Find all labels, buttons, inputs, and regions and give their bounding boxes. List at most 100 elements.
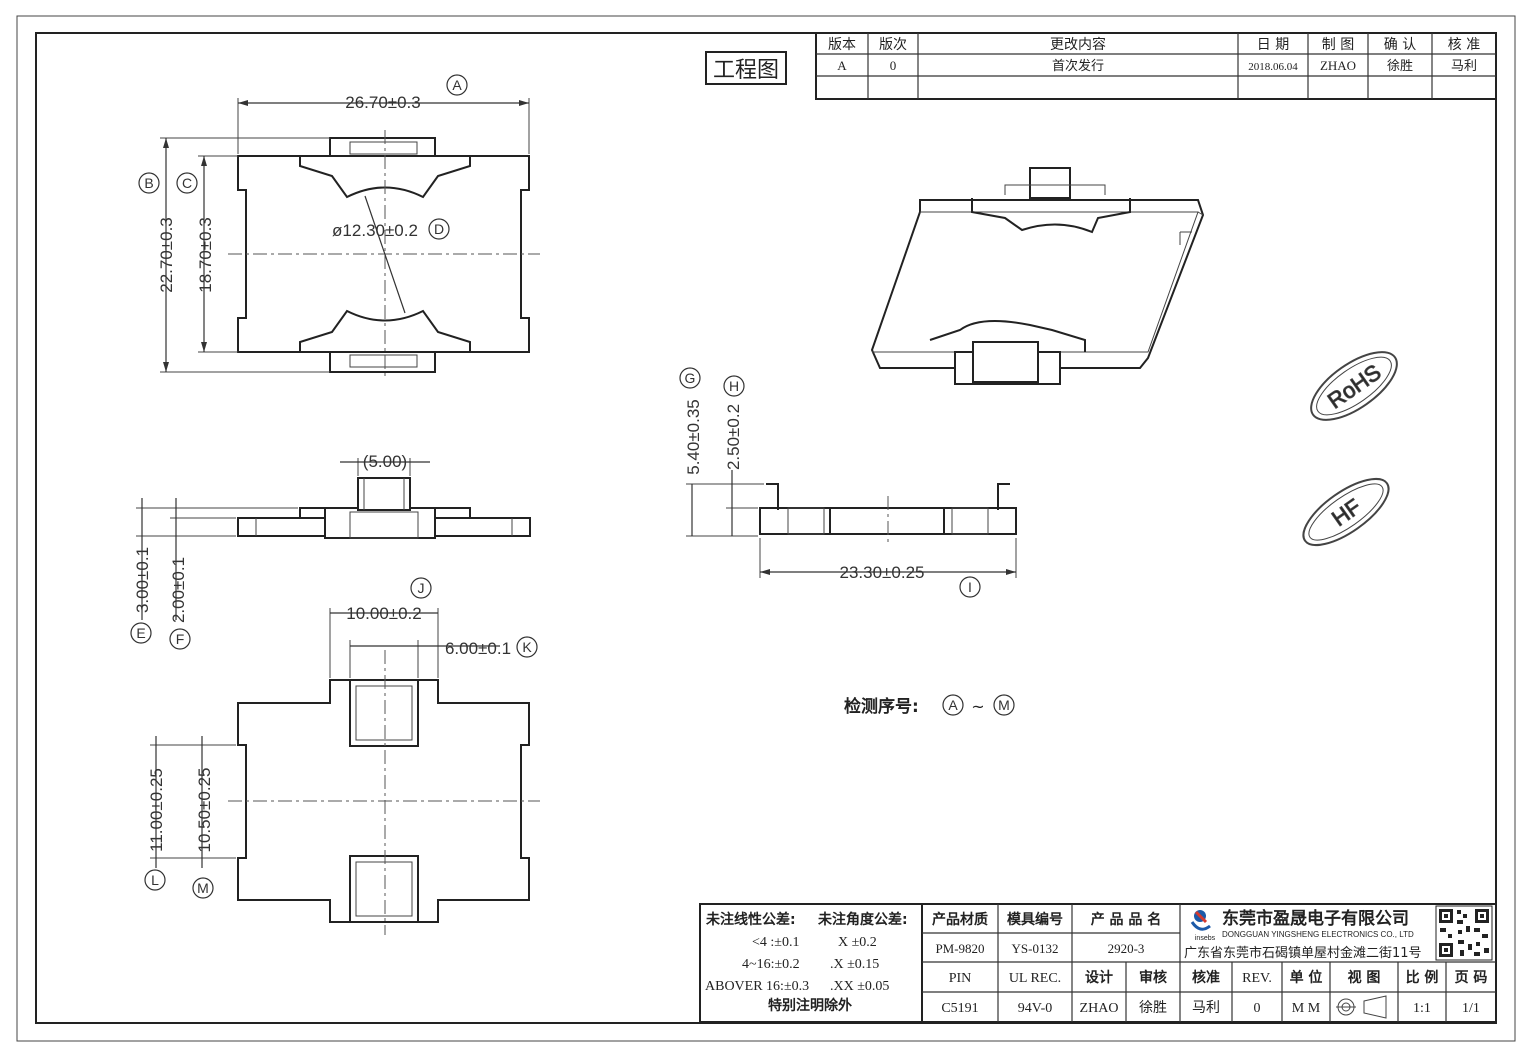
dim-l-text: 11.00±0.25 bbox=[147, 768, 166, 852]
bubble-b: B bbox=[144, 175, 153, 191]
side-view bbox=[237, 477, 531, 539]
qr-code-icon bbox=[1435, 905, 1493, 961]
rev-row-version: A bbox=[837, 58, 847, 73]
dim-f-text: 2.00±0.1 bbox=[169, 557, 188, 623]
bubble-d: D bbox=[434, 221, 444, 237]
bottom-view-dimensions: 10.00±0.2 J 6.00±0.1 K 11.00±0.25 10.50±… bbox=[144, 577, 538, 899]
bottom-view bbox=[228, 650, 540, 935]
bubble-i: I bbox=[968, 579, 972, 595]
rev-header-approve: 核 准 bbox=[1448, 37, 1480, 53]
bubble-e: E bbox=[136, 625, 145, 641]
ul-value: 94V-0 bbox=[1018, 1001, 1053, 1016]
title-box bbox=[705, 51, 787, 85]
scale-label: 比 例 bbox=[1406, 969, 1439, 986]
unit-value: M M bbox=[1292, 1001, 1321, 1016]
unit-label: 单 位 bbox=[1290, 969, 1323, 986]
bubble-j: J bbox=[418, 580, 425, 596]
inspection-sep: ~ bbox=[971, 697, 984, 716]
rev-header-version: 版本 bbox=[828, 37, 856, 53]
scale-value: 1:1 bbox=[1413, 1001, 1431, 1016]
dim-a-text: 26.70±0.3 bbox=[345, 93, 421, 112]
rev-row-date: 2018.06.04 bbox=[1248, 61, 1298, 73]
rev-row-confirm: 徐胜 bbox=[1387, 59, 1413, 74]
title-block: 未注线性公差: 未注角度公差: <4 :±0.1 X ±0.2 4~16:±0.… bbox=[699, 903, 1497, 1023]
dim-b-text: 22.70±0.3 bbox=[157, 217, 176, 293]
revision-table: 版本 版次 更改内容 日 期 制 图 确 认 核 准 A 0 首次发行 2018… bbox=[815, 32, 1497, 100]
tol-angle-label: 未注角度公差: bbox=[818, 911, 908, 928]
inspection-note: 检测序号: A ~ M bbox=[844, 694, 1015, 717]
review-value: 徐胜 bbox=[1139, 1000, 1167, 1016]
company-logo: insebs bbox=[1190, 910, 1216, 942]
side-view-dimensions: (5.00) 3.00±0.1 2.00±0.1 E F bbox=[130, 452, 430, 650]
tol-row1-a: <4 :±0.1 bbox=[752, 935, 799, 950]
top-view bbox=[228, 130, 540, 380]
hf-text: HF bbox=[1327, 494, 1365, 531]
inspection-from: A bbox=[948, 697, 958, 713]
rev-row-change: 首次发行 bbox=[1052, 58, 1104, 74]
approve-value: 马利 bbox=[1192, 1000, 1220, 1016]
company-name-cn: 东莞市盈晟电子有限公司 bbox=[1222, 908, 1409, 929]
dim-j-text: 10.00±0.2 bbox=[346, 604, 422, 623]
pin-value: C5191 bbox=[941, 1001, 978, 1016]
design-label: 设计 bbox=[1085, 969, 1113, 986]
approve-label: 核准 bbox=[1192, 969, 1220, 986]
projection-symbol-icon bbox=[1336, 995, 1387, 1019]
inspection-to: M bbox=[998, 697, 1010, 713]
tol-row1-b: X ±0.2 bbox=[838, 935, 877, 950]
bubble-m: M bbox=[197, 880, 209, 896]
bubble-k: K bbox=[522, 639, 532, 655]
drawing-title: 工程图 bbox=[713, 58, 779, 83]
rev-header-confirm: 确 认 bbox=[1384, 37, 1416, 53]
tol-row2-a: 4~16:±0.2 bbox=[742, 957, 800, 972]
review-label: 审核 bbox=[1139, 969, 1167, 986]
dim-g-text: 5.40±0.35 bbox=[684, 399, 703, 475]
company-name-en: DONGGUAN YINGSHENG ELECTRONICS CO., LTD bbox=[1222, 930, 1414, 939]
dim-m-text: 10.50±0.25 bbox=[195, 768, 214, 853]
page-value: 1/1 bbox=[1462, 1001, 1480, 1016]
rev-row-drawn: ZHAO bbox=[1320, 58, 1356, 73]
rohs-mark: RoHS bbox=[1310, 351, 1398, 421]
front-view-dimensions: 5.40±0.35 2.50±0.2 G H 23.30±0.25 I bbox=[679, 367, 1017, 598]
rev-header-change: 更改内容 bbox=[1050, 36, 1106, 53]
bubble-l: L bbox=[151, 872, 159, 888]
product-label: 产 品 品 名 bbox=[1091, 911, 1162, 928]
mold-label: 模具编号 bbox=[1007, 911, 1063, 928]
front-view bbox=[759, 483, 1017, 546]
page-label: 页 码 bbox=[1455, 970, 1488, 986]
tol-linear-label: 未注线性公差: bbox=[706, 911, 796, 928]
dim-ref-text: (5.00) bbox=[363, 452, 407, 471]
isometric-view bbox=[870, 167, 1205, 385]
rev-label: REV. bbox=[1242, 971, 1272, 986]
bubble-a: A bbox=[452, 77, 462, 93]
rev-header-drawn: 制 图 bbox=[1322, 37, 1354, 53]
hf-mark: HF bbox=[1302, 477, 1390, 547]
material-label: 产品材质 bbox=[932, 911, 988, 928]
bubble-h: H bbox=[729, 378, 739, 394]
tol-row3-b: .XX ±0.05 bbox=[830, 979, 889, 994]
top-view-dimensions: 26.70±0.3 A 22.70±0.3 B 18.70±0.3 C ø12.… bbox=[138, 74, 530, 373]
logo-text: insebs bbox=[1195, 935, 1216, 942]
rev-header-issue: 版次 bbox=[879, 37, 907, 53]
dim-h-text: 2.50±0.2 bbox=[724, 404, 743, 470]
rev-value: 0 bbox=[1254, 1001, 1261, 1016]
rev-header-date: 日 期 bbox=[1257, 37, 1289, 53]
tol-row3-a: ABOVER 16:±0.3 bbox=[705, 979, 809, 994]
dim-k-text: 6.00±0.1 bbox=[445, 639, 511, 658]
inspection-label: 检测序号: bbox=[844, 696, 919, 717]
dim-c-text: 18.70±0.3 bbox=[196, 217, 215, 293]
view-label: 视 图 bbox=[1348, 969, 1381, 986]
company-address: 广东省东莞市石碣镇单屋村金滩二街11号 bbox=[1184, 945, 1422, 961]
rev-row-issue: 0 bbox=[890, 58, 897, 73]
material-value: PM-9820 bbox=[935, 941, 984, 956]
bubble-f: F bbox=[176, 631, 185, 647]
design-value: ZHAO bbox=[1080, 1001, 1119, 1016]
ul-label: UL REC. bbox=[1009, 971, 1061, 986]
outer-frame bbox=[16, 15, 1516, 1042]
tol-note: 特别注明除外 bbox=[768, 997, 852, 1014]
bubble-c: C bbox=[182, 175, 192, 191]
dim-e-text: 3.00±0.1 bbox=[133, 547, 152, 613]
rev-row-approve: 马利 bbox=[1451, 59, 1477, 74]
dim-i-text: 23.30±0.25 bbox=[840, 563, 925, 582]
mold-value: YS-0132 bbox=[1012, 941, 1059, 956]
